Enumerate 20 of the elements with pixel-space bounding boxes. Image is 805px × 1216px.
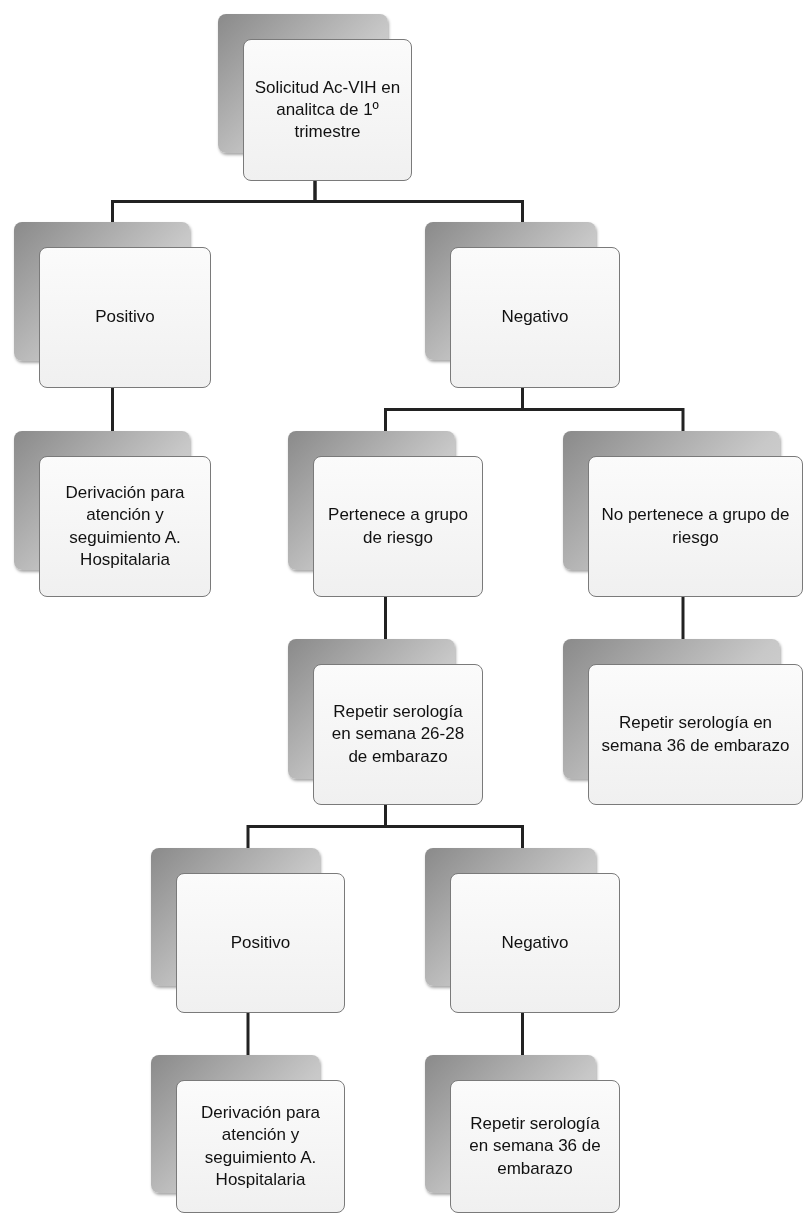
box-text: Negativo (501, 306, 569, 329)
box-text: Repetir serología en semana 36 de embarazo (600, 712, 791, 757)
box-text: Pertenece a grupo de riesgo (327, 504, 469, 549)
box-text: Positivo (95, 306, 155, 329)
box-text: Derivación para atención y seguimiento A. Hospitalaria (64, 482, 186, 571)
box-text: Negativo (501, 931, 569, 954)
box-text: Positivo (230, 931, 291, 954)
box-text: No pertenece a grupo de riesgo (600, 504, 791, 549)
connector-line (111, 388, 114, 431)
connector-line (246, 1013, 250, 1055)
box-text: Derivación para atención y seguimiento A. Hospitalaria (199, 1102, 322, 1191)
box-text: Solicitud Ac-VIH en analitca de 1º trimestre (253, 76, 402, 144)
box-text: Repetir serología en semana 26-28 de embarazo (330, 701, 466, 768)
connector-line (313, 181, 524, 222)
connector-line (521, 1013, 524, 1055)
connector-line (681, 597, 685, 639)
box-text: Repetir serología en semana 36 de embarazo (468, 1113, 602, 1180)
connector-line (384, 805, 524, 848)
connector-line (384, 597, 387, 639)
connector-line (521, 388, 685, 431)
